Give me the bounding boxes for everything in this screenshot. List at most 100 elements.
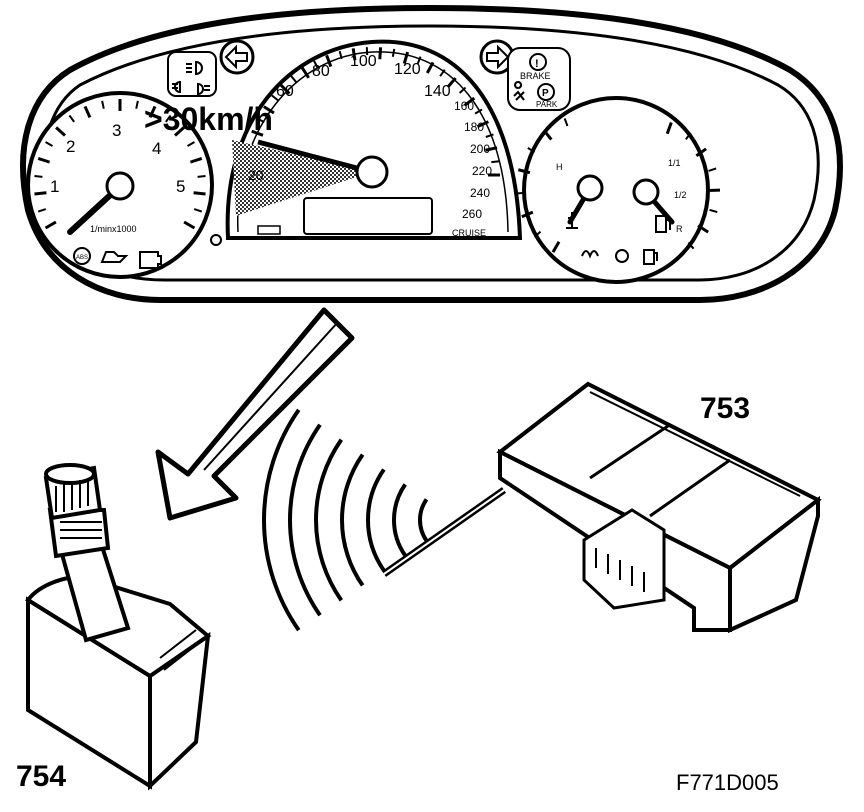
turn-right-arrow-icon: [486, 44, 510, 70]
speedometer-tick: [300, 66, 310, 79]
tachometer-tick: [34, 175, 43, 178]
fuel-tick: [685, 132, 692, 140]
module-top-ridge-1: [589, 424, 669, 480]
control-module-753: [381, 381, 822, 634]
speedometer: 60 80 100 120 140 160 180 200 220 240 26…: [210, 39, 523, 246]
tachometer-tick: [165, 114, 172, 123]
tach-label-5: 5: [176, 177, 185, 196]
speedometer-tick: [491, 160, 500, 164]
speed-label-100: 100: [350, 53, 377, 70]
radio-wave-arc: [340, 453, 365, 587]
tach-label-3: 3: [112, 121, 121, 140]
instrument-cluster: 1 2 3 4 5 1/minx1000 ABS 60 80 100 120 1…: [20, 4, 843, 303]
speed-label-260: 260: [462, 207, 482, 221]
speedometer-tick: [463, 96, 476, 107]
brake-warning-icon: [529, 53, 547, 71]
radio-wave-arc: [418, 498, 429, 542]
module-top-ridge-2: [649, 458, 731, 518]
fuel-tick: [697, 224, 709, 234]
fuel-tick: [709, 208, 718, 214]
speedometer-tick: [485, 146, 498, 152]
temperature-tick: [516, 191, 525, 195]
airbag-icon: [615, 249, 629, 263]
valve-thread-lines: [60, 521, 102, 539]
temp-fuel-gauge: H 1/1 1/2 R: [516, 96, 721, 284]
speed-label-80: 80: [312, 63, 330, 80]
valve-cap-ridges: [55, 478, 89, 512]
speedometer-tick: [263, 105, 275, 115]
left-indicator-box: [257, 225, 281, 235]
fog-light-icon: [172, 80, 210, 96]
fuel-tick: [708, 167, 717, 172]
tachometer-tick: [55, 126, 67, 137]
temperature-tick: [527, 147, 536, 154]
speedometer-tick: [458, 86, 467, 94]
speedometer-tick: [485, 133, 494, 138]
fuel-half-label: 1/2: [674, 190, 687, 200]
speedometer-tick: [251, 129, 264, 137]
tachometer-hub: [105, 171, 135, 201]
temperature-tick: [533, 230, 542, 238]
radio-wave-arc: [366, 468, 386, 572]
module-connector-pins: [595, 548, 645, 592]
module-antenna-inner: [383, 489, 505, 575]
temperature-tick: [551, 240, 561, 253]
speed-threshold-callout: >30km/h: [144, 101, 273, 137]
speedometer-needle: [257, 139, 373, 175]
turn-left-arrow-icon: [224, 44, 248, 70]
temperature-tick: [517, 168, 531, 175]
speed-sweep-shading: [232, 140, 372, 216]
tachometer-tick: [187, 141, 195, 147]
coolant-temp-icon: [566, 212, 578, 229]
sensor-754-label: 754: [16, 760, 66, 793]
speed-label-20: 20: [248, 167, 264, 183]
temp-high-label: H: [556, 162, 563, 172]
speedometer-tick: [425, 61, 435, 74]
tachometer-tick: [148, 105, 157, 119]
speedometer-tick: [325, 54, 333, 68]
brake-warning-label: BRAKE: [520, 71, 551, 81]
speedometer-tick: [271, 94, 279, 102]
radio-signal-waves: [262, 408, 429, 632]
valve-cap-top: [44, 463, 96, 485]
speedometer-tick: [446, 77, 457, 89]
check-engine-icon: [139, 251, 162, 269]
temperature-tick: [542, 129, 553, 141]
oil-pressure-icon: [100, 251, 129, 263]
park-warning-symbol: P: [542, 88, 549, 99]
tachometer-tick: [173, 126, 185, 137]
tire-pressure-sensor-754: [25, 463, 212, 791]
speedometer-tick: [391, 48, 396, 57]
speedometer-tick: [476, 120, 489, 129]
module-side-face: [728, 495, 820, 634]
fuel-full-label: 1/1: [668, 158, 681, 168]
brake-park-panel: ! BRAKE P PARK: [507, 47, 571, 111]
speed-label-240: 240: [470, 186, 490, 200]
tachometer-tick: [197, 175, 206, 178]
tachometer-ticks: [34, 99, 206, 230]
signal-direction-arrow-shadow: [203, 321, 339, 471]
seatbelt-icon: [513, 81, 525, 101]
tach-unit-label: 1/minx1000: [90, 224, 137, 234]
tachometer-tick: [37, 208, 47, 213]
glow-plug-icon: [581, 250, 599, 259]
brake-warning-symbol: !: [535, 58, 539, 70]
speedometer-tick: [474, 108, 483, 115]
tachometer: 1 2 3 4 5 1/minx1000 ABS: [26, 91, 214, 279]
speed-label-180: 180: [464, 120, 484, 134]
speedometer-tick: [402, 51, 410, 64]
speedometer-tick: [290, 75, 297, 83]
tach-label-4: 4: [152, 139, 161, 158]
temperature-tick: [521, 210, 534, 219]
speed-label-120: 120: [394, 61, 421, 78]
speedometer-tick: [416, 56, 422, 65]
tachometer-tick: [183, 220, 196, 230]
radio-wave-arc: [314, 438, 343, 602]
module-753-label: 753: [700, 392, 750, 425]
tachometer-tick: [135, 100, 139, 109]
fuel-low-icon: [643, 249, 658, 265]
tachometer-tick: [83, 105, 92, 119]
abs-warning-label: ABS: [76, 255, 88, 261]
speed-label-60: 60: [276, 83, 294, 100]
speed-label-220: 220: [472, 164, 492, 178]
